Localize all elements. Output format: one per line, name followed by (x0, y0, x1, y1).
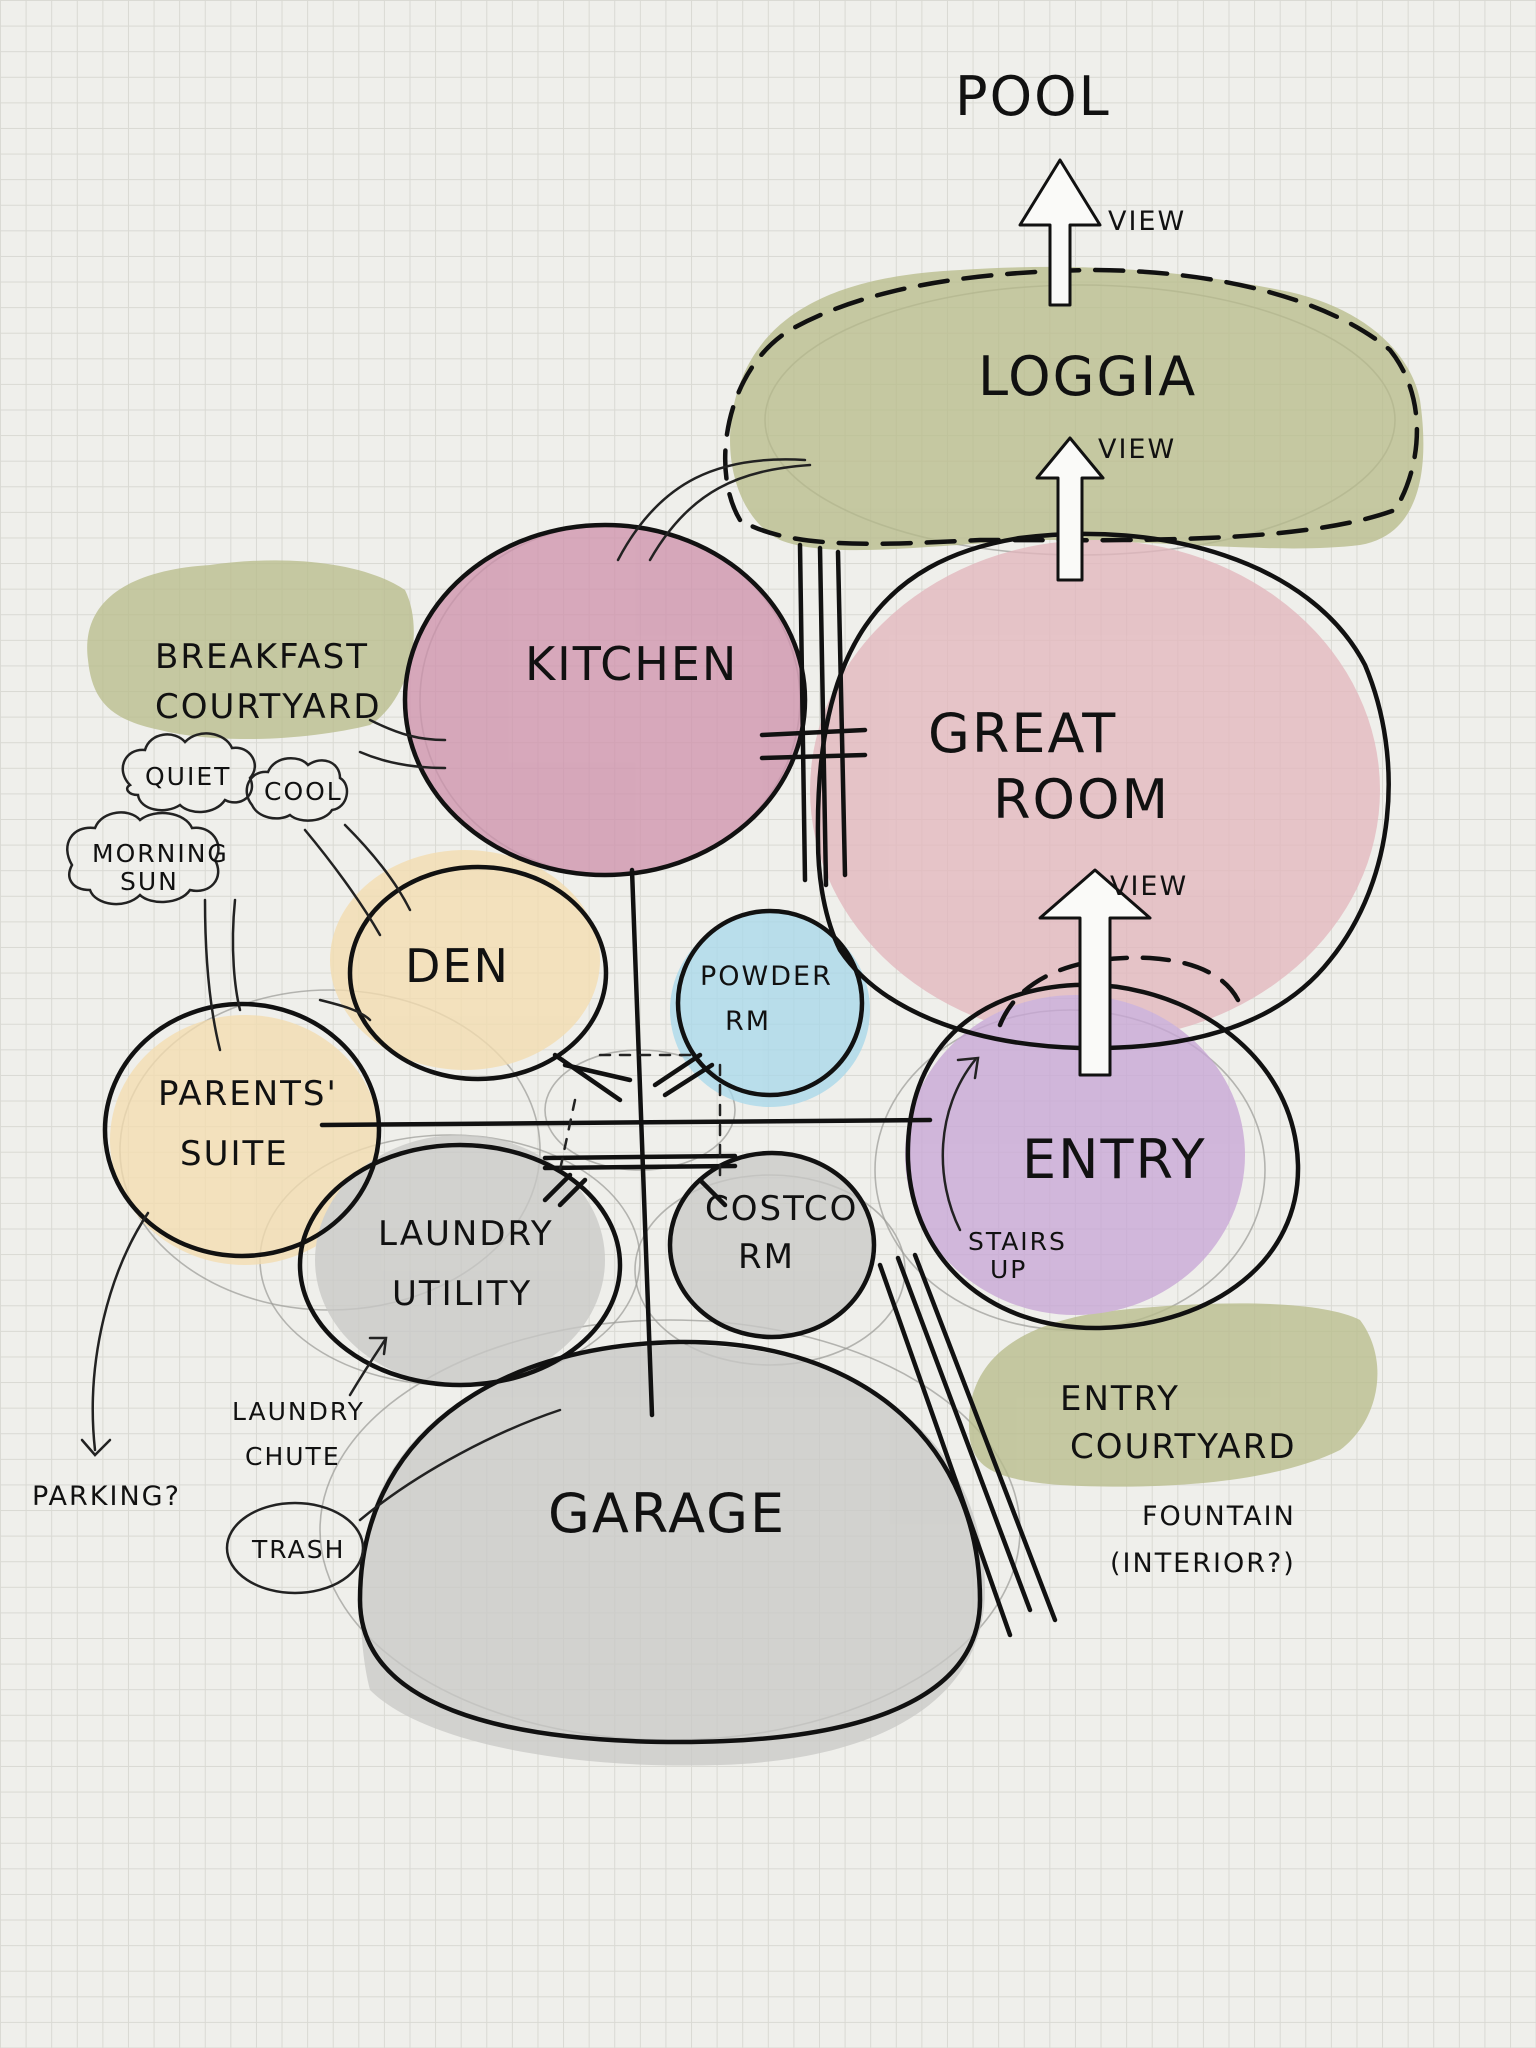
laundry-outline (297, 1142, 623, 1388)
garage-label: GARAGE (548, 1482, 786, 1545)
great-room-view-arrow (1038, 868, 1152, 1077)
kitchen-outline (402, 522, 808, 878)
breakfast-courtyard-label-2: COURTYARD (155, 687, 382, 727)
pool-view-arrow (1018, 158, 1102, 307)
quiet-label: QUIET (145, 762, 231, 791)
den-outline (347, 864, 609, 1082)
entry-courtyard-label-1: ENTRY (1060, 1379, 1180, 1419)
powder-room-label-1: POWDER (700, 961, 833, 992)
laundry-chute-label-1: LAUNDRY (232, 1397, 365, 1426)
great-room-label-2: ROOM (993, 768, 1170, 831)
costco-room-label-1: COSTCO (705, 1189, 858, 1229)
parking-label: PARKING? (32, 1481, 181, 1512)
interior-label: (INTERIOR?) (1110, 1548, 1296, 1579)
laundry-chute-arrow (348, 1338, 387, 1397)
entry-courtyard-label-2: COURTYARD (1070, 1427, 1297, 1467)
morning-sun-cloud (66, 811, 220, 906)
sun-label: SUN (120, 867, 179, 896)
morning-label: MORNING (92, 839, 229, 868)
den-wash (330, 850, 600, 1070)
entry-courtyard-wash (968, 1303, 1378, 1487)
parents-suite-outline (102, 1001, 382, 1259)
breakfast-courtyard-wash (87, 560, 414, 740)
up-label: UP (990, 1255, 1027, 1284)
fountain-label: FOUNTAIN (1142, 1501, 1296, 1532)
parents-suite-label-1: PARENTS' (158, 1074, 338, 1114)
parents-suite-wash (110, 1015, 380, 1265)
laundry-label-2: UTILITY (392, 1274, 532, 1314)
stairs-label: STAIRS (968, 1227, 1067, 1256)
color-washes (87, 266, 1424, 1766)
trash-label: TRASH (251, 1535, 345, 1564)
den-label: DEN (405, 939, 510, 993)
loggia-view-arrow (1035, 436, 1105, 582)
entry-label: ENTRY (1022, 1128, 1207, 1191)
view-label-pool: VIEW (1108, 206, 1186, 237)
costco-room-label-2: RM (738, 1237, 795, 1277)
labels: POOL VIEW LOGGIA VIEW KITCHEN GREAT ROOM… (32, 65, 1297, 1579)
breakfast-courtyard-label-1: BREAKFAST (155, 637, 369, 677)
costco-room-outline (667, 1150, 877, 1340)
laundry-label-1: LAUNDRY (378, 1214, 554, 1254)
great-room-label-1: GREAT (928, 702, 1117, 765)
loggia-wash (730, 266, 1424, 551)
powder-room-outline (675, 908, 865, 1098)
great-room-wash (810, 540, 1380, 1040)
great-room-outline (815, 531, 1391, 1051)
cloud-notes (66, 732, 365, 1595)
trash-leader (358, 1408, 562, 1522)
cool-cloud (245, 757, 349, 822)
view-label-great-room: VIEW (1110, 871, 1188, 902)
laundry-wash (315, 1135, 605, 1385)
kitchen-label: KITCHEN (525, 637, 738, 691)
bubble-outlines (102, 267, 1420, 1745)
parents-suite-label-2: SUITE (180, 1134, 289, 1174)
entry-wash (905, 995, 1245, 1315)
stairs-up-arrow (941, 1058, 977, 1232)
loggia-outline (722, 267, 1420, 547)
powder-room-label-2: RM (725, 1006, 771, 1037)
garage-outline (357, 1339, 983, 1745)
pool-label: POOL (955, 65, 1111, 128)
view-label-loggia: VIEW (1098, 434, 1176, 465)
entry-outline (905, 982, 1301, 1331)
circulation-lines (203, 458, 1058, 1638)
garage-wash (360, 1344, 985, 1766)
powder-room-wash (670, 913, 870, 1107)
entry-great-room-overlap (997, 955, 1241, 1028)
parking-arrow (91, 1211, 150, 1452)
trash-cloud (225, 1501, 365, 1595)
cool-label: COOL (264, 777, 343, 806)
loggia-label: LOGGIA (978, 345, 1197, 408)
arrows (80, 158, 1152, 1522)
kitchen-wash (405, 525, 805, 875)
laundry-chute-label-2: CHUTE (245, 1442, 341, 1471)
